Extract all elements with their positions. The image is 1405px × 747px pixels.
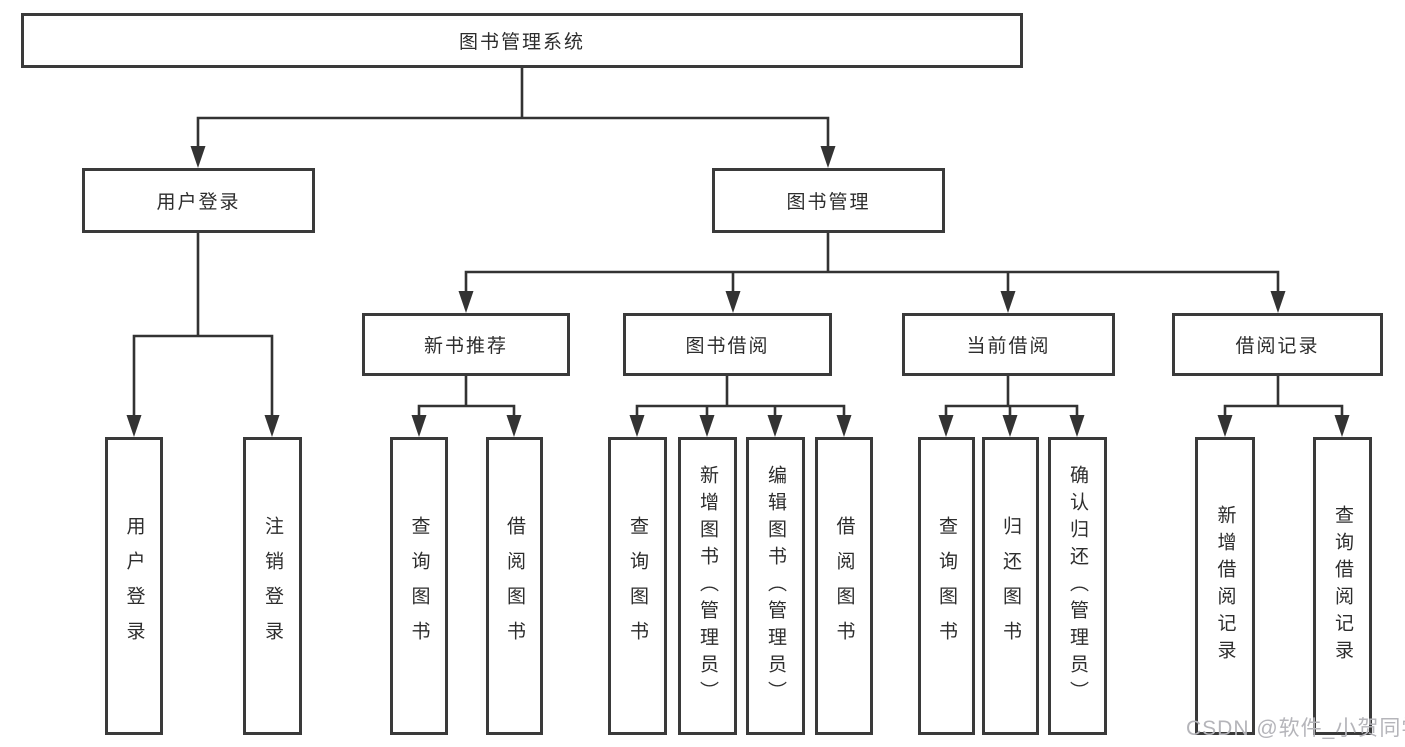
arrow-down-icon <box>506 415 522 437</box>
arrowheads-group <box>126 146 1350 437</box>
arrow-down-icon <box>411 415 427 437</box>
arrow-down-icon <box>458 291 474 313</box>
connector-user-login <box>132 233 274 419</box>
leaf-borrow-books-recommend-label: 借阅图书 <box>504 516 525 656</box>
node-borrow-records: 借阅记录 <box>1172 313 1383 376</box>
connector-root <box>196 68 830 150</box>
leaf-add-book-admin: 新增图书（管理员） <box>678 437 737 735</box>
connector-new-book-recommend <box>417 376 516 419</box>
leaf-add-borrow-record: 新增借阅记录 <box>1195 437 1255 735</box>
leaf-confirm-return-admin: 确认归还（管理员） <box>1048 437 1107 735</box>
arrow-down-icon <box>264 415 280 437</box>
arrow-down-icon <box>629 415 645 437</box>
leaf-query-borrow-record: 查询借阅记录 <box>1313 437 1372 735</box>
arrow-down-icon <box>1069 415 1085 437</box>
node-book-management-label: 图书管理 <box>786 192 871 213</box>
node-new-book-recommend-label: 新书推荐 <box>423 336 508 357</box>
leaf-logout: 注销登录 <box>243 437 302 735</box>
arrow-down-icon <box>938 415 954 437</box>
arrow-down-icon <box>725 291 741 313</box>
arrow-down-icon <box>820 146 836 168</box>
node-user-login-label: 用户登录 <box>156 192 241 213</box>
leaf-add-book-admin-label: 新增图书（管理员） <box>697 464 718 708</box>
node-book-borrow-label: 图书借阅 <box>685 336 770 357</box>
leaf-query-books-recommend: 查询图书 <box>390 437 448 735</box>
arrow-down-icon <box>1334 415 1350 437</box>
node-book-management: 图书管理 <box>712 168 945 233</box>
node-root-label: 图书管理系统 <box>458 32 585 53</box>
leaf-user-login-label: 用户登录 <box>123 516 145 656</box>
leaf-return-book-label: 归还图书 <box>1000 516 1021 656</box>
node-user-login: 用户登录 <box>82 168 315 233</box>
leaf-query-books-current: 查询图书 <box>918 437 975 735</box>
node-root: 图书管理系统 <box>21 13 1023 68</box>
connector-current-borrow <box>944 376 1079 419</box>
leaf-borrow-books-recommend: 借阅图书 <box>486 437 543 735</box>
connector-borrow-records <box>1223 376 1344 419</box>
connector-book-management <box>464 233 1280 295</box>
leaf-query-books-recommend-label: 查询图书 <box>408 516 430 656</box>
arrow-down-icon <box>126 415 142 437</box>
node-borrow-records-label: 借阅记录 <box>1235 336 1320 357</box>
arrow-down-icon <box>767 415 783 437</box>
arrow-down-icon <box>1270 291 1286 313</box>
arrow-down-icon <box>190 146 206 168</box>
node-current-borrow-label: 当前借阅 <box>966 336 1051 357</box>
connector-group <box>132 68 1344 419</box>
arrow-down-icon <box>1002 415 1018 437</box>
leaf-edit-book-admin: 编辑图书（管理员） <box>746 437 805 735</box>
arrow-down-icon <box>699 415 715 437</box>
node-new-book-recommend: 新书推荐 <box>362 313 570 376</box>
leaf-borrow-books-label: 借阅图书 <box>833 516 855 656</box>
node-book-borrow: 图书借阅 <box>623 313 832 376</box>
leaf-query-books-borrow: 查询图书 <box>608 437 667 735</box>
node-current-borrow: 当前借阅 <box>902 313 1115 376</box>
arrow-down-icon <box>1217 415 1233 437</box>
leaf-edit-book-admin-label: 编辑图书（管理员） <box>765 464 786 708</box>
leaf-add-borrow-record-label: 新增借阅记录 <box>1214 505 1236 667</box>
leaf-confirm-return-admin-label: 确认归还（管理员） <box>1067 464 1088 708</box>
leaf-query-books-current-label: 查询图书 <box>936 516 957 656</box>
leaf-logout-label: 注销登录 <box>262 516 283 656</box>
arrow-down-icon <box>836 415 852 437</box>
arrow-down-icon <box>1000 291 1016 313</box>
leaf-user-login: 用户登录 <box>105 437 163 735</box>
leaf-query-books-borrow-label: 查询图书 <box>627 516 648 656</box>
leaf-return-book: 归还图书 <box>982 437 1039 735</box>
watermark: CSDN @软件_小贺同学 <box>1186 717 1405 740</box>
leaf-borrow-books: 借阅图书 <box>815 437 873 735</box>
leaf-query-borrow-record-label: 查询借阅记录 <box>1332 505 1353 667</box>
connector-book-borrow <box>635 376 846 419</box>
